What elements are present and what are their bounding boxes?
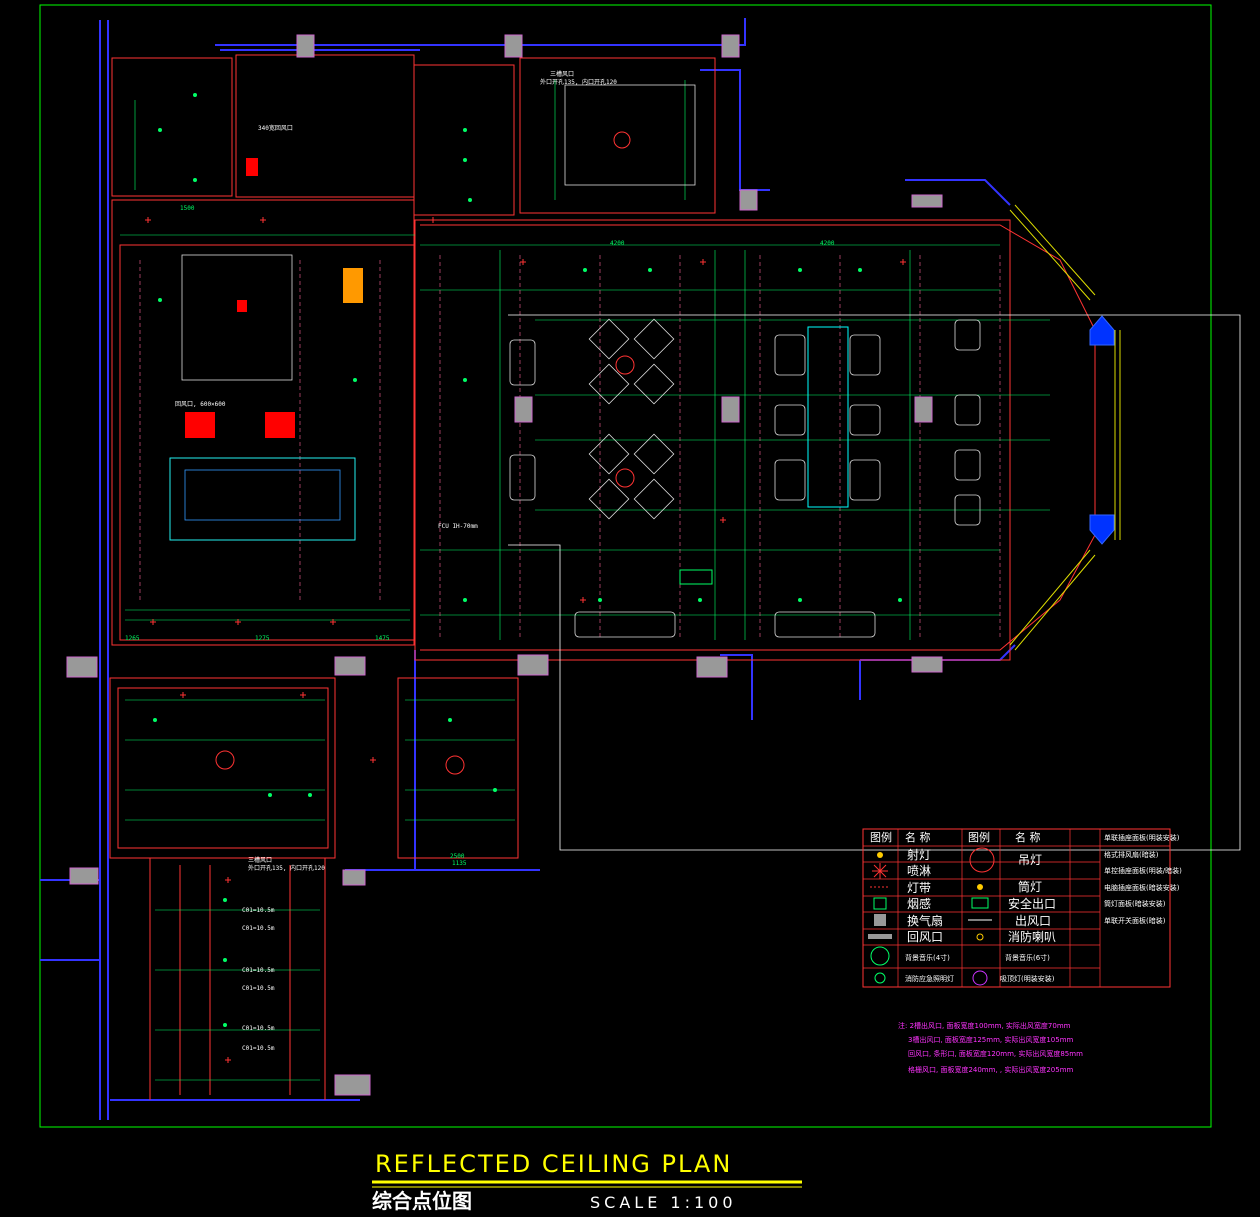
interior-walls <box>109 54 1096 1100</box>
drawing-frame <box>39 4 1212 1128</box>
speaker-icon <box>870 946 890 966</box>
glazing <box>1009 204 1121 651</box>
furniture-outlines <box>169 84 981 638</box>
downlight-icon <box>977 884 983 890</box>
structural-walls <box>40 18 1016 1120</box>
legend-header-4: 名 称 <box>1015 830 1041 844</box>
vent-notes: 注: 2槽出风口, 面板宽度100mm, 实际出风宽度70mm 3槽出风口, 面… <box>898 1021 1083 1074</box>
legend-extra-3: 电脑插座面板(暗装安装) <box>1104 883 1180 892</box>
red-fixtures <box>185 158 295 438</box>
legend-left-1: 喷淋 <box>907 864 931 878</box>
legend-left-5: 回风口 <box>907 930 943 944</box>
label-ceiling-height-2: C01=10.5m <box>242 925 275 932</box>
legend-header-1: 图例 <box>870 830 892 844</box>
label-vent-spec: 外口开孔135, 内口开孔120 <box>540 78 617 86</box>
label-ceiling-height-4: C01=10.5m <box>242 985 275 992</box>
dim-3: 1475 <box>375 635 390 642</box>
label-ceiling-height-5: C01=10.5m <box>242 1025 275 1032</box>
note-3: 格栅风口, 面板宽度240mm, , 实际出风宽度205mm <box>908 1065 1074 1074</box>
drawing-scale: SCALE 1:100 <box>590 1193 737 1212</box>
ceiling-fixtures <box>153 93 902 1027</box>
beam-lines <box>139 255 1001 640</box>
dim-2: 1275 <box>255 635 270 642</box>
pendant-lights <box>215 131 635 775</box>
exit-icon <box>971 897 989 909</box>
label-fcu: FCU IH-70mm <box>438 523 478 530</box>
legend-right-6: 背景音乐(6寸) <box>1005 953 1050 962</box>
label-ceiling-height-6: C01=10.5m <box>242 1045 275 1052</box>
legend-left-2: 灯带 <box>907 881 931 895</box>
legend-right-1: 筒灯 <box>1018 879 1042 894</box>
legend-right-0: 吊灯 <box>1018 853 1042 867</box>
label-slot-vent: 三槽风口 <box>550 70 574 78</box>
dim-7: 2500 <box>450 853 465 860</box>
orange-fixture <box>343 268 363 303</box>
legend-left-7: 消防应急照明灯 <box>905 974 954 983</box>
note-1: 3槽出风口, 面板宽度125mm, 实际出风宽度105mm <box>908 1035 1074 1044</box>
exhaust-fan-icon <box>874 914 886 926</box>
legend-right-5: 消防喇叭 <box>1008 929 1056 944</box>
fire-speaker-icon <box>976 933 984 941</box>
exit-sign <box>679 569 713 585</box>
label-ceiling-height-1: C01=10.5m <box>242 907 275 914</box>
return-vent-icon <box>868 934 892 939</box>
drawing-title-chinese: 综合点位图 <box>372 1189 472 1213</box>
legend-left-3: 烟感 <box>907 896 931 911</box>
drawing-title-english: REFLECTED CEILING PLAN <box>375 1150 732 1178</box>
label-slot-vent-2: 三槽风口 <box>248 856 272 864</box>
center-zone <box>807 326 849 508</box>
legend-header-3: 图例 <box>968 830 990 844</box>
legend-table: 图例 名 称 图例 名 称 射灯 喷淋 灯带 烟感 换气扇 回风口 背景音乐(4… <box>862 828 1182 988</box>
sprinkler-icon <box>872 863 888 879</box>
dim-6: 1135 <box>452 860 467 867</box>
smoke-detector-icon <box>873 897 887 910</box>
ceiling-light-icon <box>972 970 988 986</box>
legend-right-4: 出风口 <box>1015 914 1051 928</box>
label-vent-spec-2: 外口开孔135, 内口开孔120 <box>248 864 325 872</box>
ceiling-grid <box>120 80 1050 1081</box>
legend-header-2: 名 称 <box>905 830 931 844</box>
dim-5: 4200 <box>610 240 625 247</box>
chandelier-icon <box>969 847 995 873</box>
note-2: 回风口, 条形口, 面板宽度120mm, 实际出风宽度85mm <box>908 1049 1083 1058</box>
legend-extra-4: 筒灯面板(暗装安装) <box>1104 899 1166 908</box>
legend-right-3: 安全出口 <box>1008 896 1056 911</box>
spotlight-icon <box>877 852 883 858</box>
dim-8: 4200 <box>820 240 835 247</box>
entrance-markers <box>1089 315 1115 545</box>
dim-4: 1500 <box>180 205 195 212</box>
legend-extra-0: 单联插座面板(明装安装) <box>1104 833 1180 842</box>
dim-1: 1265 <box>125 635 140 642</box>
sprinklers <box>145 217 906 1063</box>
legend-extra-2: 单控插座面板(明装/暗装) <box>1104 866 1182 875</box>
columns <box>66 34 943 1096</box>
legend-extra-1: 格式排风扇(暗装) <box>1104 850 1159 859</box>
label-ceiling-height-3: C01=10.5m <box>242 967 275 974</box>
emergency-light-icon <box>874 972 886 984</box>
legend-left-0: 射灯 <box>907 847 931 862</box>
label-return-vent: 340宽回风口 <box>258 124 293 132</box>
legend-left-6: 背景音乐(4寸) <box>905 953 950 962</box>
note-0: 注: 2槽出风口, 面板宽度100mm, 实际出风宽度70mm <box>898 1021 1071 1030</box>
legend-left-4: 换气扇 <box>907 913 943 928</box>
reference-outline <box>508 314 1241 851</box>
legend-extra-5: 单联开关面板(暗装) <box>1104 916 1166 925</box>
label-grille: 回风口, 600×600 <box>175 401 226 408</box>
legend-right-7: 吸顶灯(明装安装) <box>1000 974 1055 983</box>
